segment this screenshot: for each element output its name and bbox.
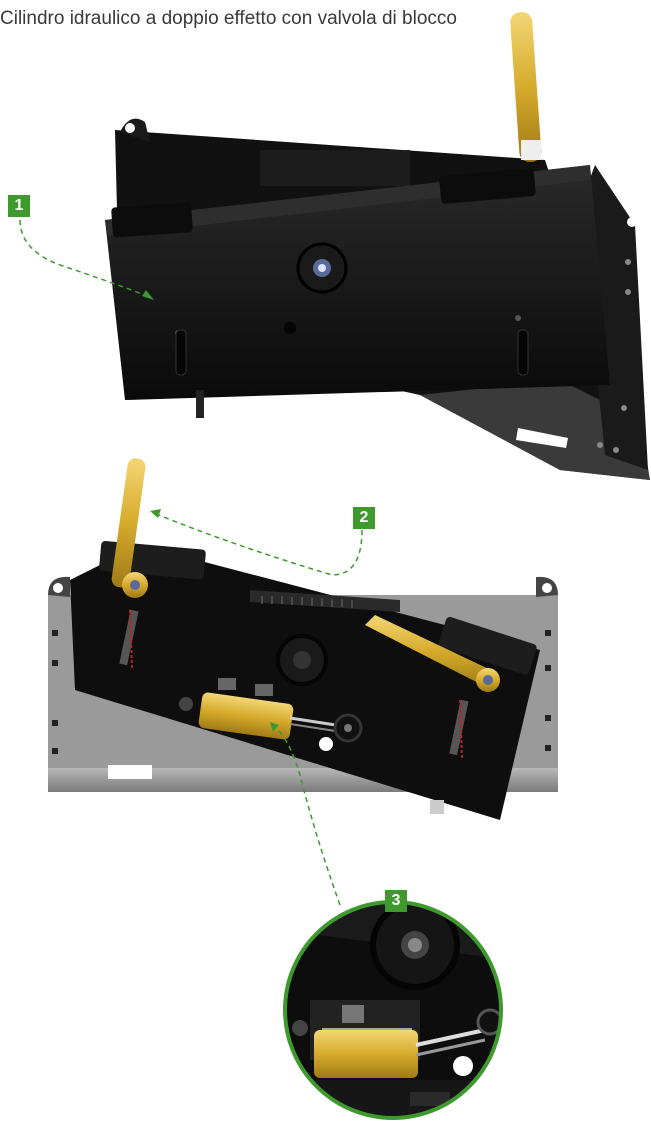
callout-number: 2 (359, 509, 369, 526)
callout-badge-3: 3 (385, 890, 407, 912)
middle-blade-illustration (48, 458, 558, 820)
callout-arrowheads (142, 290, 279, 732)
callout-badge-1: 1 (8, 195, 30, 217)
callout-arrow-2 (153, 512, 363, 576)
callout-arrows (19, 219, 363, 906)
callout-arrow-1 (19, 219, 153, 299)
callout-arrow-3 (271, 724, 341, 906)
top-blade-illustration (105, 12, 650, 480)
page-caption: Cilindro idraulico a doppio effetto con … (0, 8, 457, 29)
zoom-detail (283, 900, 503, 1120)
callout-number: 3 (391, 892, 401, 909)
callout-badge-2: 2 (353, 507, 375, 529)
callout-number: 1 (14, 197, 24, 214)
